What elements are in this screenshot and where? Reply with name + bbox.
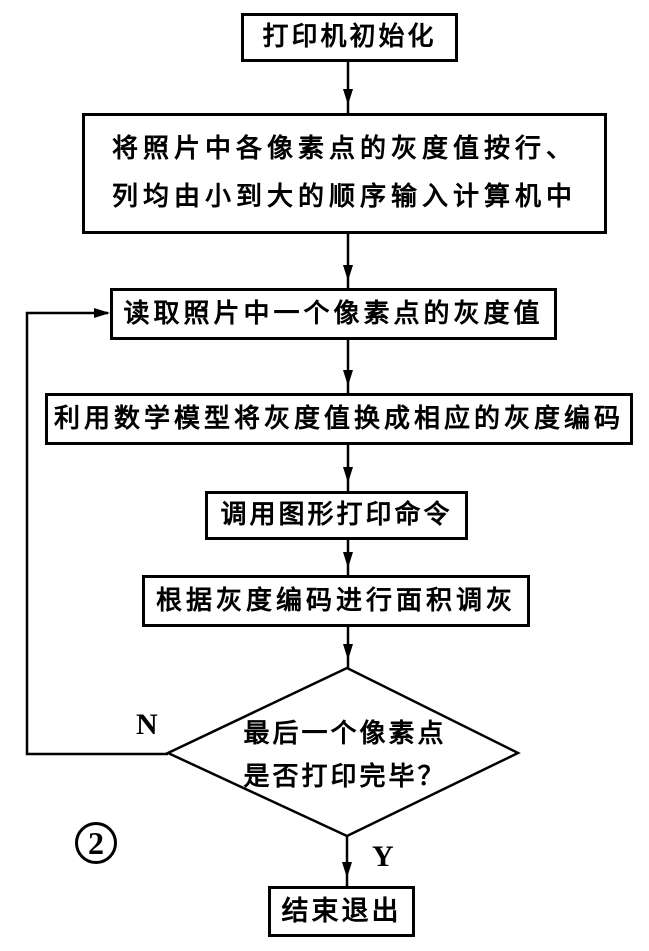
decision-diamond-shape [165,666,521,838]
node-end: 结束退出 [268,886,415,937]
node-read-pixel-label: 读取照片中一个像素点的灰度值 [123,298,544,328]
node-encode-gray-label: 利用数学模型将灰度值换成相应的灰度编码 [53,403,624,433]
arrowhead-encode [343,370,353,386]
node-print-command-label: 调用图形打印命令 [220,500,453,530]
node-encode-gray: 利用数学模型将灰度值换成相应的灰度编码 [45,393,633,445]
arrowhead-decision [343,644,353,660]
arrowhead-print [343,467,353,483]
figure-number: 2 [88,824,104,861]
arrowhead-read [343,265,353,281]
connector-loop-n [25,311,168,756]
branch-label-yes: Y [372,840,394,873]
node-area-halftone-label: 根据灰度编码进行面积调灰 [155,585,516,615]
branch-label-no: N [136,708,158,741]
arrowhead-end [342,862,352,878]
node-print-command: 调用图形打印命令 [205,491,468,540]
node-start-label: 打印机初始化 [262,22,437,52]
node-decision-line1: 最后一个像素点 [243,718,447,748]
node-load-grays-line2: 列均由小到大的顺序输入计算机中 [111,182,577,212]
node-decision-line2: 是否打印完毕？ [243,762,447,792]
figure-number-badge: 2 [75,822,117,864]
node-read-pixel: 读取照片中一个像素点的灰度值 [110,288,557,340]
arrowhead-load [343,89,353,105]
arrowhead-loop [94,308,110,318]
node-load-grays-line1: 将照片中各像素点的灰度值按行、 [111,134,577,164]
node-load-grays: 将照片中各像素点的灰度值按行、 列均由小到大的顺序输入计算机中 [82,113,607,234]
node-end-label: 结束退出 [281,895,402,926]
arrowhead-halftone [343,552,353,568]
node-start: 打印机初始化 [241,13,458,62]
node-area-halftone: 根据灰度编码进行面积调灰 [142,575,530,627]
node-decision: 最后一个像素点 是否打印完毕？ [195,706,495,800]
